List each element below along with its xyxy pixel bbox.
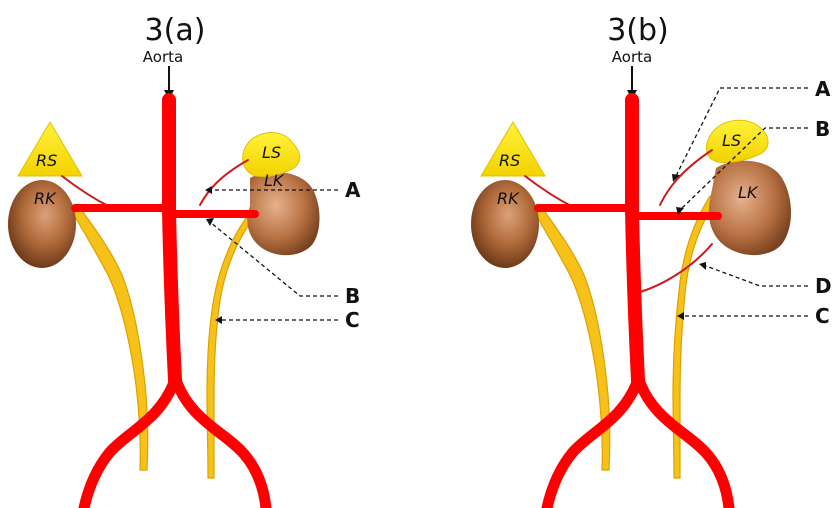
panel-b-right-iliac-artery (547, 380, 638, 508)
panel-a-aorta (169, 100, 175, 380)
panel-b-aorta (632, 100, 638, 380)
panel-b-label-rs: RS (499, 151, 520, 170)
panel-a-label-rk: RK (34, 189, 57, 208)
panel-b-left-kidney (709, 161, 791, 255)
panel-a-left-suprarenal-artery (200, 160, 248, 205)
panel-b-accessory-renal-artery (640, 244, 712, 292)
panel-a-label-lk: LK (264, 171, 285, 190)
panel-a-callout-a: A (345, 178, 361, 202)
panel-b-left-iliac-artery (639, 380, 729, 508)
panel-b: 3(b) Aorta RS RK LS LK (471, 13, 832, 508)
panel-b-callout-a: A (815, 77, 831, 101)
panel-a-label-rs: RS (36, 151, 57, 170)
panel-b-callout-b: B (815, 117, 830, 141)
panel-a-callout-c: C (345, 308, 360, 332)
panel-b-label-ls: LS (722, 131, 741, 150)
panel-b-callout-d: D (815, 274, 832, 298)
panel-a-label-ls: LS (262, 143, 281, 162)
panel-b-leader-d (706, 266, 808, 286)
panel-b-left-suprarenal-artery (660, 150, 712, 205)
panel-a-left-iliac-artery (176, 380, 266, 508)
panel-a-aorta-label: Aorta (143, 48, 183, 66)
panel-a-title: 3(a) (145, 13, 206, 48)
panel-b-label-lk: LK (738, 183, 759, 202)
panel-b-label-rk: RK (497, 189, 520, 208)
panel-b-title: 3(b) (607, 13, 669, 48)
panel-a: 3(a) Aorta RS RK LS LK (8, 13, 361, 508)
panel-b-callout-c: C (815, 304, 830, 328)
panel-b-aorta-label: Aorta (612, 48, 652, 66)
panel-a-right-iliac-artery (84, 380, 175, 508)
panel-a-callout-b: B (345, 284, 360, 308)
